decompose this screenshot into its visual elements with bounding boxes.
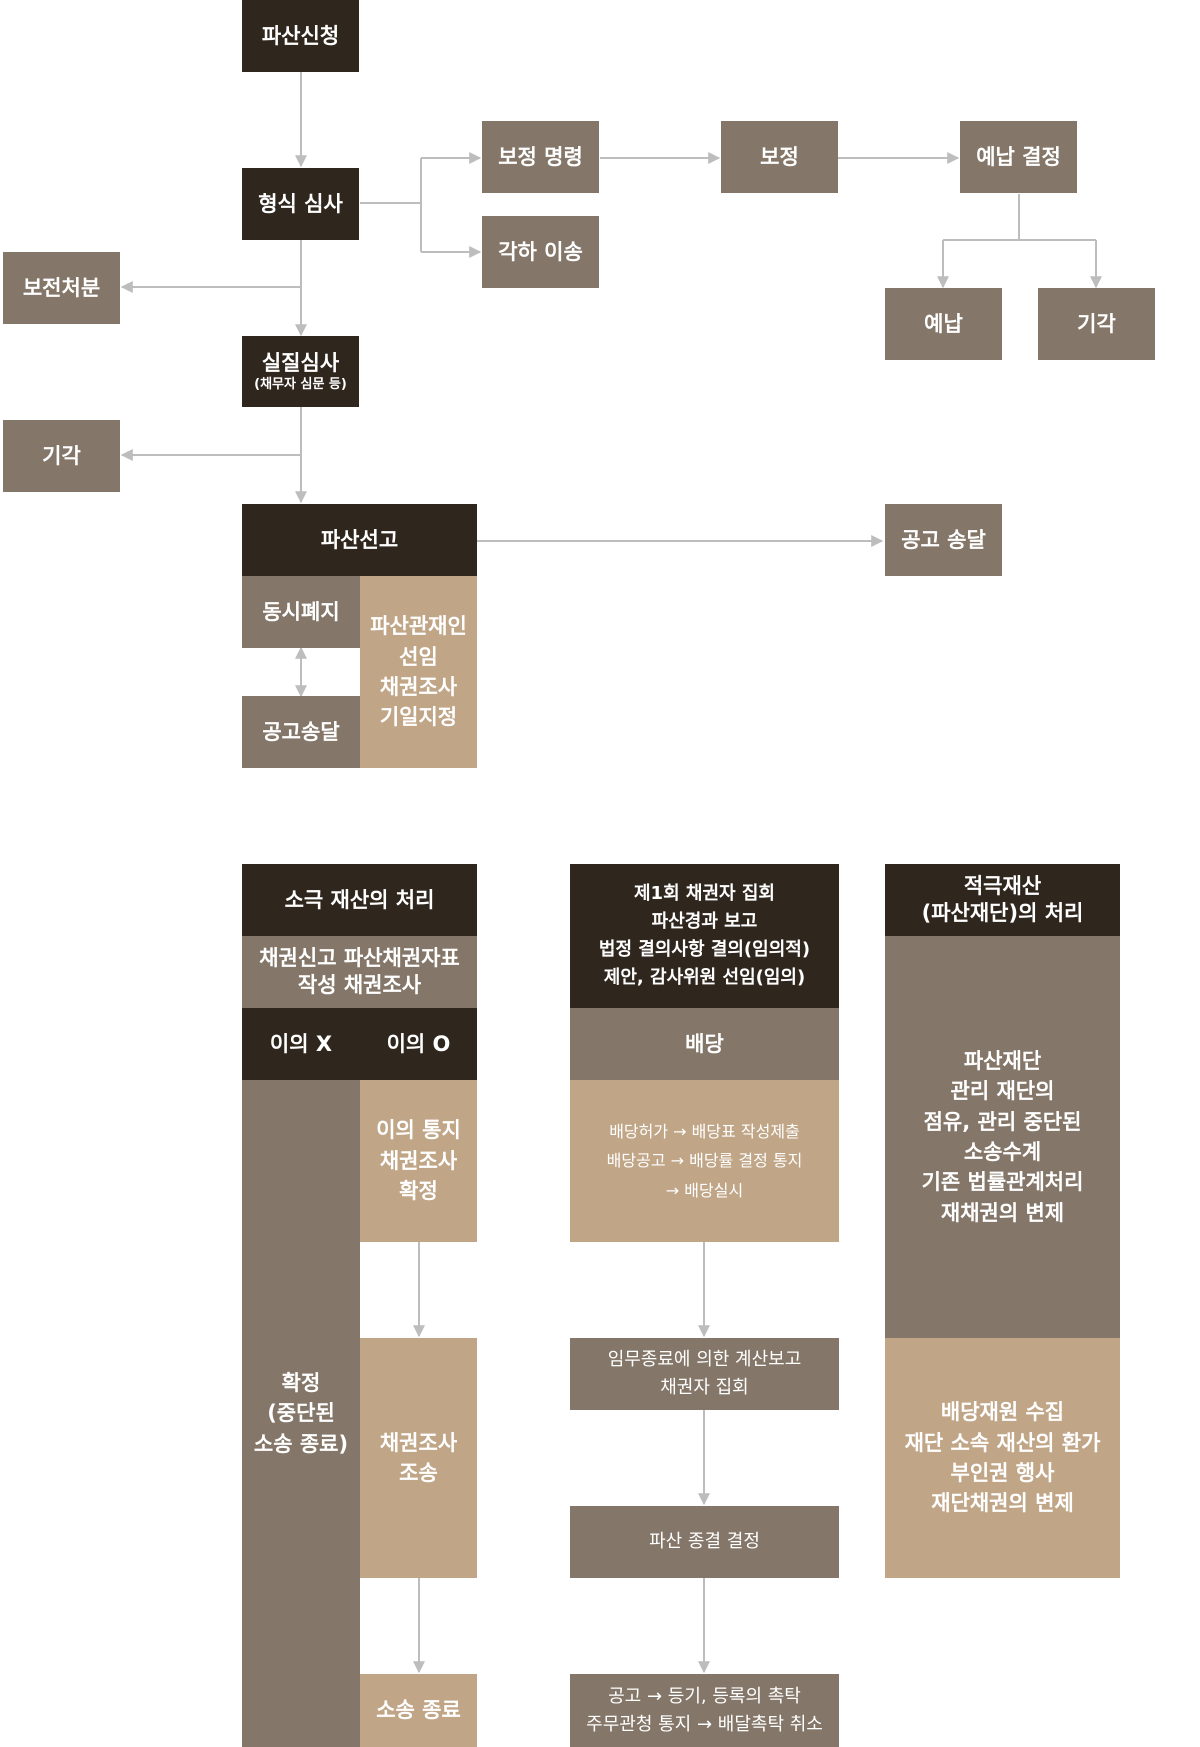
lawsuit-end-box: 소송 종료	[360, 1674, 477, 1747]
prepayment-decision-box: 예납 결정	[960, 121, 1077, 193]
confirmed-box: 확정 (중단된 소송 종료)	[242, 1080, 360, 1747]
post-termination-notice-box: 공고 → 등기, 등록의 촉탁 주무관청 통지 → 배달촉탁 취소	[570, 1674, 839, 1747]
claim-investigation-box: 채권조사 조송	[360, 1338, 477, 1578]
col1-claim-report-box: 채권신고 파산채권자표 작성 채권조사	[242, 936, 477, 1008]
rejection-left-box: 기각	[3, 420, 120, 492]
dividend-box: 배당	[570, 1008, 839, 1080]
preservation-box: 보전처분	[3, 252, 120, 324]
notice-delivery-right-box: 공고 송달	[885, 504, 1002, 576]
prepayment-box: 예납	[885, 288, 1002, 360]
dividend-detail-box: 배당허가 → 배당표 작성제출 배당공고 → 배당률 결정 통지 → 배당실시	[570, 1080, 839, 1242]
rejection-right-box: 기각	[1038, 288, 1155, 360]
formal-review-box: 형식 심사	[242, 168, 359, 240]
substantive-review-box: 실질심사 (채무자 심문 등)	[242, 336, 359, 407]
simultaneous-abolition-box: 동시폐지	[242, 576, 360, 648]
final-report-box: 임무종료에 의한 계산보고 채권자 집회	[570, 1338, 839, 1410]
substantive-review-subtitle: (채무자 심문 등)	[254, 377, 347, 393]
correction-order-box: 보정 명령	[482, 121, 599, 193]
declaration-box: 파산선고	[242, 504, 477, 576]
objection-box: 이의 O	[360, 1008, 477, 1080]
estate-management-box: 파산재단 관리 재단의 점유, 관리 중단된 소송수계 기존 법률관계처리 재채…	[885, 936, 1120, 1338]
objection-notice-box: 이의 통지 채권조사 확정	[360, 1080, 477, 1242]
no-objection-box: 이의 X	[242, 1008, 360, 1080]
notice-delivery-left-box: 공고송달	[242, 696, 360, 768]
correction-box: 보정	[721, 121, 838, 193]
col2-header: 제1회 채권자 집회 파산경과 보고 법정 결의사항 결의(임의적) 제안, 감…	[570, 864, 839, 1008]
col1-header: 소극 재산의 처리	[242, 864, 477, 936]
col3-header: 적극재산 (파산재단)의 처리	[885, 864, 1120, 936]
dismissal-transfer-box: 각하 이송	[482, 216, 599, 288]
substantive-review-title: 실질심사	[261, 351, 340, 376]
termination-decision-box: 파산 종결 결정	[570, 1506, 839, 1578]
distribution-source-box: 배당재원 수집 재단 소속 재산의 환가 부인권 행사 재단채권의 변제	[885, 1338, 1120, 1578]
trustee-appointment-box: 파산관재인 선임 채권조사 기일지정	[360, 576, 477, 768]
bankruptcy-petition-box: 파산신청	[242, 0, 359, 72]
